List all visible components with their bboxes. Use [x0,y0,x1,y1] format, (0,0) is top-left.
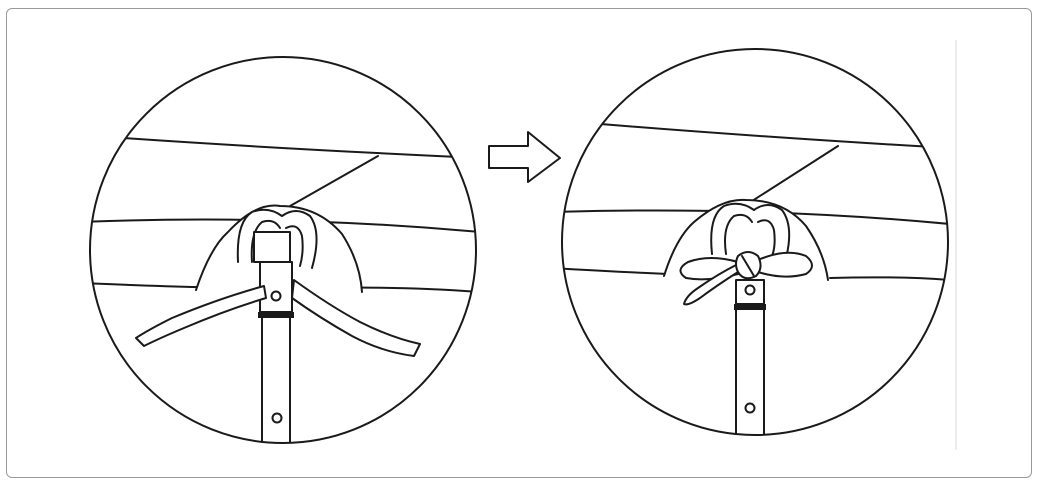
strap-band-2 [734,304,766,310]
bow-tail-left [683,263,739,306]
tie-loop-inner-right [285,225,304,267]
upper-seam-2 [562,119,948,149]
tie-loop-2 [710,202,791,259]
left-detail-circle [89,56,477,444]
step-2-knotted-bow [561,48,949,436]
band-bottom-line-right-2 [829,276,948,281]
left-loose-tie [135,285,267,347]
right-arrow-icon [488,131,561,183]
upper-seam [90,134,476,159]
bow-loop-right [757,251,813,278]
tie-loop-inner [250,219,281,263]
strap-grommet-upper-2 [744,284,756,296]
strap-grommet-upper [270,290,282,302]
step-1-loose-ties [89,56,477,444]
diagonal-fold-2 [737,145,839,211]
band-bottom-line-2 [562,267,669,275]
right-loose-tie [291,279,421,357]
right-detail-circle [561,48,949,436]
strap-grommet-lower-2 [744,402,756,414]
tie-loop-2-inner [724,213,753,255]
strap-band [258,312,294,318]
strap-grommet-lower [271,412,283,424]
placket-top [253,231,291,263]
bow-knot-crease [741,255,755,277]
tie-loop-2-inner-right [757,219,776,257]
figure-frame [6,8,1032,478]
